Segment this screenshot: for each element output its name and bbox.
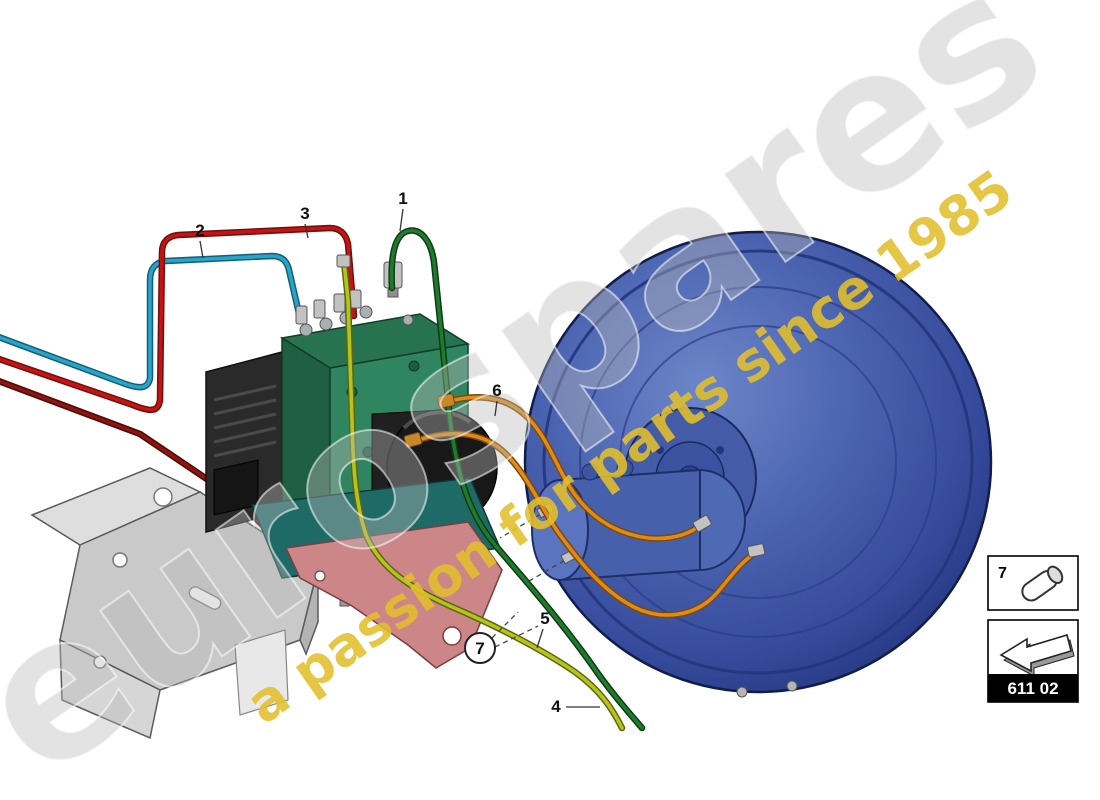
callout-1[interactable]: 1 [398,189,408,232]
svg-text:4: 4 [551,697,561,716]
part-code-bar [988,674,1078,702]
brake-line-yellow-green [340,258,626,732]
svg-text:6: 6 [492,381,501,400]
callout-2[interactable]: 2 [195,221,205,259]
svg-text:5: 5 [540,609,549,628]
callout-6[interactable]: 6 [492,381,502,417]
brake-line-green [388,227,646,732]
brake-line-cyan [0,252,304,391]
svg-text:3: 3 [300,204,309,223]
support-bracket-pink [284,521,503,669]
svg-text:7: 7 [475,639,484,658]
legend-item-7[interactable]: 7 [987,555,1079,611]
svg-text:1: 1 [398,189,407,208]
brake-line-red [0,224,358,414]
brake-line-orange-lower [408,430,761,619]
legend: 7 611 02 [987,555,1079,703]
callout-4[interactable]: 4 [551,697,600,716]
part-code-text: 611 02 [1007,679,1058,698]
mounting-bracket [30,467,319,740]
line-end-fittings [336,254,766,558]
callout-5[interactable]: 5 [536,609,550,649]
callout-7-circled[interactable]: 7 [464,611,539,664]
svg-text:7: 7 [998,565,1007,582]
pin-cylinder-icon [1021,565,1064,602]
brake-line-orange-upper [442,394,706,542]
legend-part-group[interactable]: 611 02 [987,619,1079,703]
svg-text:2: 2 [195,221,204,240]
callout-3[interactable]: 3 [300,204,310,239]
callouts: 1 2 3 4 5 6 7 [195,189,600,716]
brake-servo [523,230,993,698]
